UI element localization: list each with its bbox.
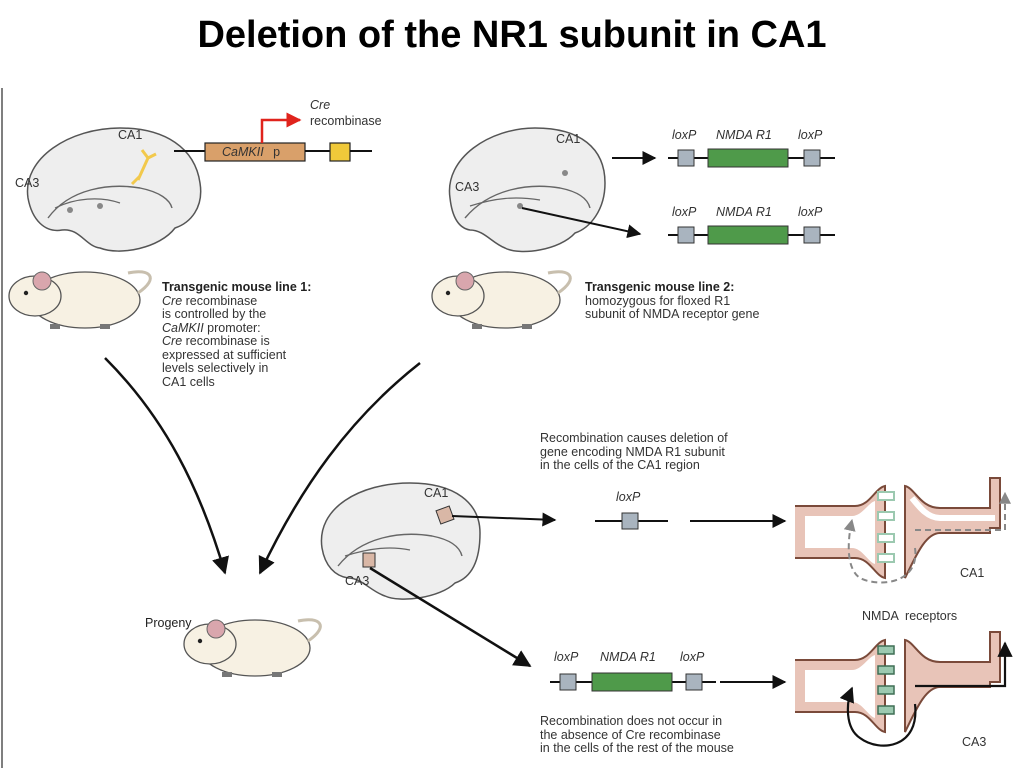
progeny-mouse-icon	[183, 618, 322, 677]
arrow-ca3-to-intact	[369, 566, 532, 668]
floxed-gene-row-2	[668, 225, 835, 245]
ca3-synapse	[795, 631, 1013, 747]
mouse-line1-text: expressed at sufficient	[162, 347, 287, 362]
brain-diagram-progeny	[320, 482, 481, 600]
recombination-rest-line-1: Recombination does not occur in	[540, 714, 723, 728]
ca1-label-2: CA1	[556, 132, 581, 146]
mouse-line1-italic-term: Cre	[162, 293, 183, 308]
mouse-line1-text: is controlled by the	[162, 307, 267, 321]
loxp-label-deleted: loxP	[616, 490, 641, 504]
nmda-r1-label-r2: NMDA R1	[716, 205, 772, 219]
mouse-line1-line: expressed at sufficient	[162, 347, 402, 363]
mouse-line1-line: CaMKII promoter:	[162, 320, 402, 336]
cross-arrow-line1	[104, 357, 229, 575]
ca1-label-3: CA1	[424, 486, 449, 500]
brain-diagram-line1	[26, 127, 202, 252]
mouse-line1-italic-term: CaMKII	[162, 320, 204, 335]
mouse-line1-text: recombinase	[182, 293, 258, 308]
recombination-rest-text: Recombination does not occur in the abse…	[540, 714, 800, 756]
recombination-ca1-line-3: in the cells of the CA1 region	[540, 458, 700, 472]
ca3-label-1: CA3	[15, 176, 40, 190]
recombination-rest-line-3: in the cells of the rest of the mouse	[540, 741, 734, 755]
brain-diagram-line2	[448, 127, 606, 253]
loxp-label-r2a: loxP	[672, 205, 697, 219]
loxp-label-r1a: loxP	[672, 128, 697, 142]
cre-label: Cre	[310, 98, 331, 112]
ca1-synapse-label: CA1	[960, 566, 985, 580]
mouse-line1-text: levels selectively in	[162, 361, 269, 375]
mouse-line2-description: Transgenic mouse line 2: homozygous for …	[585, 280, 845, 322]
intact-gene-row	[550, 672, 716, 692]
mouse-line2-icon	[431, 270, 572, 329]
mouse-line1-line: Cre recombinase	[162, 293, 402, 309]
recombination-ca1-line-2: gene encoding NMDA R1 subunit	[540, 444, 725, 459]
loxp-label-intact-b: loxP	[680, 650, 705, 664]
diagram-svg	[1, 88, 1013, 768]
mouse-line1-icon	[8, 270, 152, 329]
promoter-p-text: p	[273, 145, 281, 159]
cross-arrow-line2	[258, 362, 421, 575]
mouse-line2-line-1: homozygous for floxed R1	[585, 293, 731, 308]
progeny-label: Progeny	[145, 616, 192, 630]
mouse-line1-line: levels selectively in	[162, 361, 402, 376]
mouse-line2-heading: Transgenic mouse line 2:	[585, 280, 735, 294]
ca3-synapse-label: CA3	[962, 735, 987, 749]
arrow-ca1-to-deleted	[451, 512, 557, 527]
loxp-label-r2b: loxP	[798, 205, 823, 219]
nmda-receptors-label: NMDA receptors	[862, 609, 958, 623]
camkii-label: CaMKII p	[222, 145, 280, 159]
recombination-ca1-line-1: Recombination causes deletion of	[540, 431, 728, 445]
mouse-line2-line-2: subunit of NMDA receptor gene	[585, 307, 760, 321]
ca1-label-1: CA1	[118, 128, 143, 142]
deleted-gene-row	[595, 512, 668, 530]
transcription-start-arrow	[260, 112, 302, 143]
recombinase-label: recombinase	[310, 114, 382, 128]
mouse-line1-heading: Transgenic mouse line 1:	[162, 280, 312, 294]
nmda-r1-label-intact: NMDA R1	[600, 650, 656, 664]
loxp-label-r1b: loxP	[798, 128, 823, 142]
mouse-line1-text: promoter:	[203, 320, 261, 335]
loxp-label-intact-a: loxP	[554, 650, 579, 664]
mouse-line1-text: recombinase is	[182, 334, 270, 348]
camkii-text: CaMKII	[222, 145, 264, 159]
mouse-line1-line: Cre recombinase is	[162, 334, 402, 349]
mouse-line1-line: is controlled by the	[162, 307, 402, 322]
ca1-synapse	[795, 477, 1011, 584]
arrow-ca3-to-gene	[521, 207, 642, 239]
nmda-r1-label-r1: NMDA R1	[716, 128, 772, 142]
mouse-line1-italic-term: Cre	[162, 334, 183, 348]
mouse-line1-text: CA1 cells	[162, 374, 215, 389]
floxed-gene-row-1	[668, 148, 835, 168]
ca3-label-2: CA3	[455, 180, 480, 194]
recombination-rest-line-2: the absence of Cre recombinase	[540, 727, 721, 742]
mouse-line1-line: CA1 cells	[162, 374, 402, 390]
slide-title: Deletion of the NR1 subunit in CA1	[197, 14, 827, 56]
cre-gene-box	[329, 142, 351, 162]
recombination-ca1-text: Recombination causes deletion of gene en…	[540, 431, 800, 473]
mouse-line1-description: Transgenic mouse line 1: Cre recombinase…	[162, 280, 402, 390]
nr1-deletion-diagram: CA1 CA3 CaMKII p Cre recombinase CA1 CA3…	[0, 88, 1024, 768]
ca3-label-3: CA3	[345, 574, 370, 588]
